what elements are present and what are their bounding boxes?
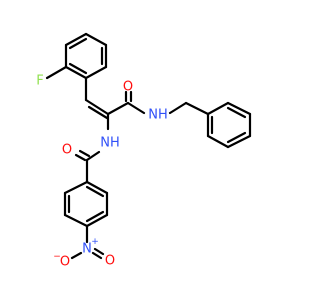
- n-o-double-bond-b: [93, 247, 105, 256]
- fluorine-label: F: [36, 74, 43, 89]
- carbonyl-o-left-label: O: [62, 143, 72, 158]
- carbonyl-o-top-label: O: [123, 80, 133, 95]
- structure-svg: F O NH NH O N + O − O: [36, 32, 252, 270]
- nitro-o-left-charge: −: [53, 252, 61, 262]
- nitrophenyl-ring: [63, 180, 109, 228]
- n-o-double-bond-a: [91, 251, 103, 260]
- nitro-n-label: N: [82, 242, 92, 257]
- backbone-bonds: [74, 76, 210, 184]
- nitro-n-charge: +: [91, 237, 99, 247]
- benzyl-ring: [206, 101, 252, 149]
- fluorophenyl-ring: [64, 32, 108, 80]
- n-o-single-bond: [70, 251, 83, 260]
- amide-nh-right-label: NH: [148, 108, 168, 123]
- amide-nh-left-label: NH: [100, 136, 120, 151]
- nitro-o-right-label: O: [105, 254, 115, 269]
- molecule-diagram: F O NH NH O N + O − O: [36, 32, 252, 270]
- c-f-bond: [45, 65, 68, 80]
- nitro-o-left-label: O: [60, 255, 70, 270]
